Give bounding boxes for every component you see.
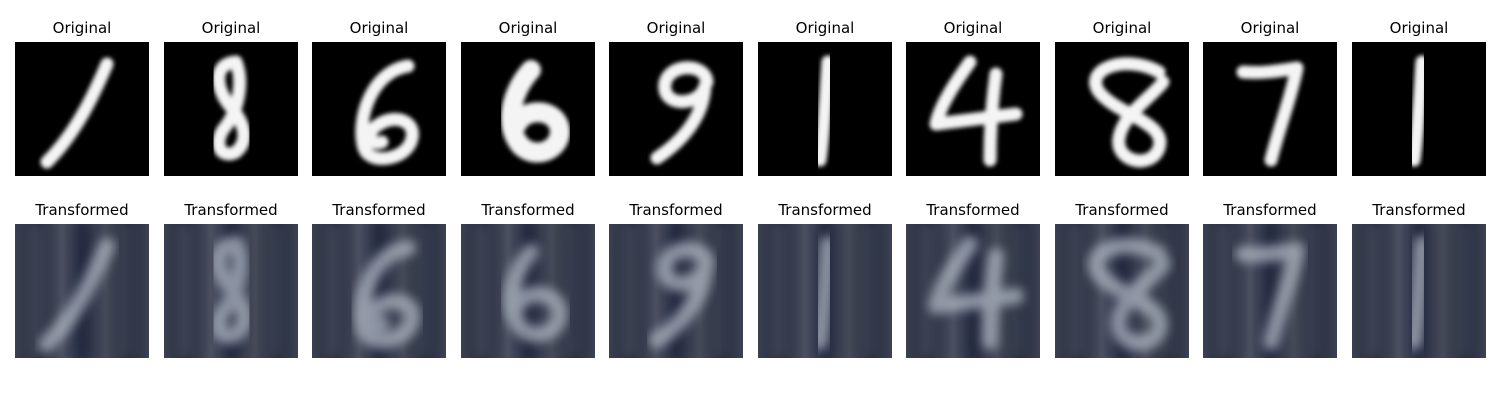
digit-image bbox=[1055, 224, 1189, 358]
original-image-panel bbox=[461, 42, 595, 176]
panel-title: Transformed bbox=[35, 201, 129, 219]
panel-title: Transformed bbox=[332, 201, 426, 219]
digit-image bbox=[906, 42, 1040, 176]
digit-image bbox=[312, 42, 446, 176]
panel-title: Transformed bbox=[1223, 201, 1317, 219]
original-image-panel bbox=[164, 42, 298, 176]
panel-title: Original bbox=[795, 19, 855, 37]
panel-title: Original bbox=[943, 19, 1003, 37]
digit-stroke bbox=[1236, 61, 1304, 167]
transformed-image-panel bbox=[312, 224, 446, 358]
digit-image bbox=[758, 224, 892, 358]
digit-stroke bbox=[502, 244, 568, 343]
digit-stroke bbox=[501, 60, 570, 163]
digit-image bbox=[1352, 42, 1486, 176]
transformed-image-panel bbox=[1055, 224, 1189, 358]
digit-stroke bbox=[1406, 236, 1430, 350]
digit-stroke bbox=[1235, 242, 1305, 350]
digit-image bbox=[15, 224, 149, 358]
image-background bbox=[609, 42, 743, 176]
original-image-panel bbox=[609, 42, 743, 176]
digit-image bbox=[906, 224, 1040, 358]
panel-title: Transformed bbox=[481, 201, 575, 219]
transformed-image-panel bbox=[164, 224, 298, 358]
digit-stroke bbox=[813, 55, 835, 167]
digit-stroke bbox=[353, 240, 421, 349]
digit-image bbox=[164, 42, 298, 176]
digit-image bbox=[1203, 42, 1337, 176]
digit-stroke bbox=[355, 59, 419, 165]
original-image-panel bbox=[1203, 42, 1337, 176]
panel-title: Original bbox=[201, 19, 261, 37]
original-image-panel bbox=[1055, 42, 1189, 176]
digit-image bbox=[609, 224, 743, 358]
original-image-panel bbox=[906, 42, 1040, 176]
transformed-image-panel bbox=[609, 224, 743, 358]
panel-title: Original bbox=[1240, 19, 1300, 37]
digit-image bbox=[1055, 42, 1189, 176]
digit-image bbox=[461, 42, 595, 176]
original-image-panel bbox=[15, 42, 149, 176]
digit-image bbox=[312, 224, 446, 358]
digit-stroke bbox=[649, 241, 715, 348]
original-image-panel bbox=[1352, 42, 1486, 176]
panel-title: Transformed bbox=[926, 201, 1020, 219]
digit-stroke bbox=[1087, 237, 1171, 351]
panel-title: Original bbox=[52, 19, 112, 37]
digit-image bbox=[758, 42, 892, 176]
panel-title: Transformed bbox=[1372, 201, 1466, 219]
digit-stroke bbox=[929, 55, 1023, 167]
digit-image bbox=[15, 42, 149, 176]
panel-title: Original bbox=[498, 19, 558, 37]
panel-title: Original bbox=[1389, 19, 1449, 37]
digit-image bbox=[461, 224, 595, 358]
panel-title: Original bbox=[646, 19, 706, 37]
digit-stroke bbox=[1089, 57, 1170, 168]
original-image-panel bbox=[312, 42, 446, 176]
digit-stroke bbox=[212, 55, 251, 161]
digit-stroke bbox=[650, 61, 714, 165]
digit-image bbox=[1352, 224, 1486, 358]
digit-stroke bbox=[812, 236, 836, 350]
digit-stroke bbox=[1407, 55, 1429, 167]
transformed-image-panel bbox=[906, 224, 1040, 358]
digit-stroke bbox=[39, 238, 115, 352]
digit-image bbox=[1203, 224, 1337, 358]
transformed-image-panel bbox=[758, 224, 892, 358]
panel-title: Transformed bbox=[629, 201, 723, 219]
digit-image bbox=[609, 42, 743, 176]
original-image-panel bbox=[758, 42, 892, 176]
digit-stroke bbox=[210, 236, 252, 344]
panel-title: Transformed bbox=[778, 201, 872, 219]
transformed-image-panel bbox=[1352, 224, 1486, 358]
panel-title: Original bbox=[1092, 19, 1152, 37]
transformed-image-panel bbox=[1203, 224, 1337, 358]
panel-title: Original bbox=[349, 19, 409, 37]
transformed-image-panel bbox=[461, 224, 595, 358]
panel-title: Transformed bbox=[1075, 201, 1169, 219]
digit-image bbox=[164, 224, 298, 358]
digit-stroke bbox=[928, 236, 1024, 350]
transformed-image-panel bbox=[15, 224, 149, 358]
digit-stroke bbox=[40, 57, 114, 169]
panel-title: Transformed bbox=[184, 201, 278, 219]
